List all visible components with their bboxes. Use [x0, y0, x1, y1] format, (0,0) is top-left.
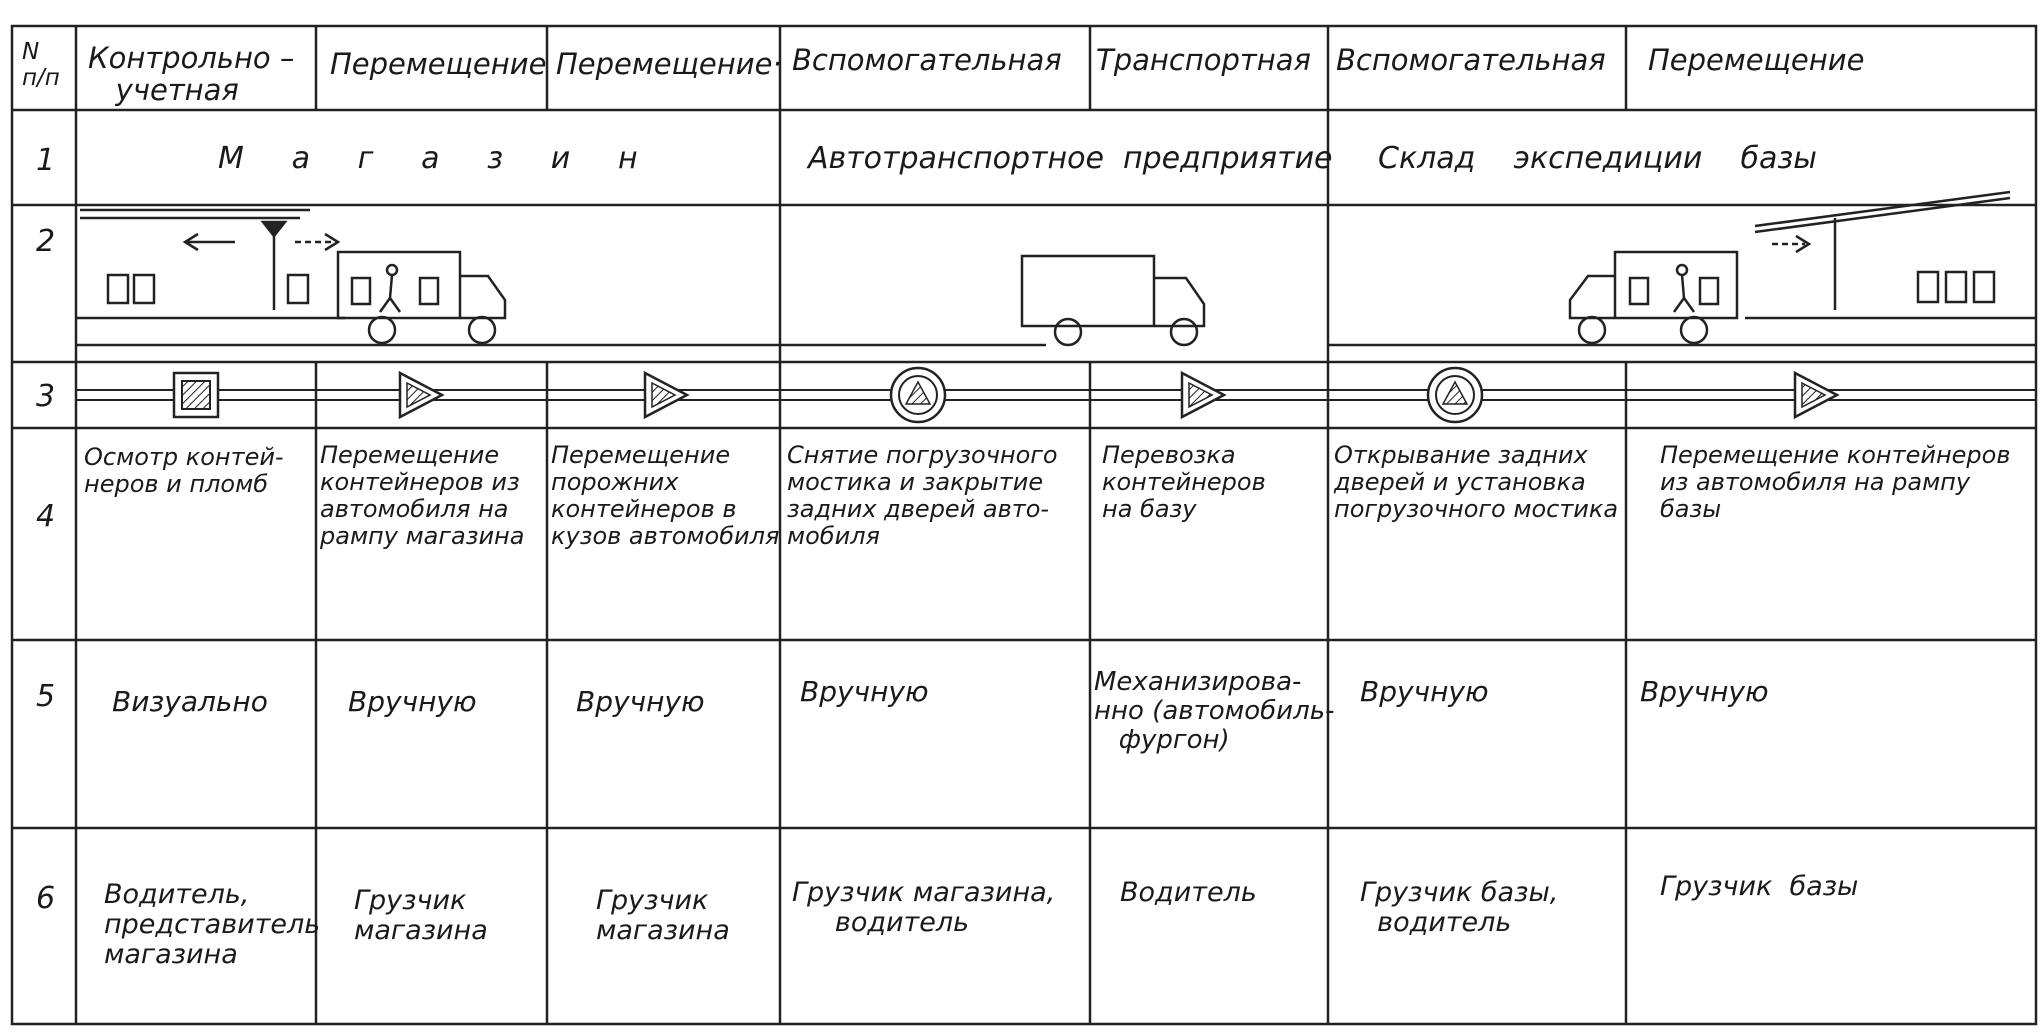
location-transport: Автотранспортное предприятие — [808, 141, 1333, 176]
header-num: N п/п — [22, 39, 60, 91]
row-number-6: 6 — [36, 881, 56, 916]
operation-5: Перевозка контейнеров на базу — [1102, 441, 1266, 523]
method-1: Визуально — [112, 685, 268, 718]
process-symbols — [172, 366, 1840, 424]
executor-1: Водитель, представитель магазина — [104, 879, 321, 971]
method-7: Вручную — [1640, 675, 1769, 708]
auxiliary-circle-symbol — [1426, 366, 1484, 424]
operation-2: Перемещение контейнеров из автомобиля на… — [320, 441, 525, 550]
operation-3: Перемещение порожних контейнеров в кузов… — [551, 441, 780, 550]
row-number-4: 4 — [36, 499, 56, 534]
executor-4: Грузчик магазина, водитель — [792, 877, 1056, 939]
move-triangle-symbol — [1793, 370, 1840, 420]
row-number-3: 3 — [36, 379, 56, 414]
auxiliary-circle-symbol — [889, 366, 947, 424]
location-shop: М а г а з и н — [218, 141, 638, 176]
operation-7: Перемещение контейнеров из автомобиля на… — [1660, 441, 2011, 523]
executor-6: Грузчик базы, водитель — [1360, 877, 1559, 939]
move-triangle-symbol — [398, 370, 445, 420]
move-triangle-symbol — [1180, 370, 1227, 420]
col-header-3: Перемещение· — [556, 47, 782, 81]
row-number-1: 1 — [36, 143, 56, 178]
transport-scene — [1020, 254, 1206, 347]
col-header-6: Вспомогательная — [1336, 43, 1606, 77]
method-5: Механизирова- нно (автомобиль- фургон) — [1094, 667, 1335, 756]
executor-7: Грузчик базы — [1660, 871, 1859, 902]
executor-5: Водитель — [1120, 877, 1257, 908]
col-header-7: Перемещение — [1648, 43, 1865, 77]
method-6: Вручную — [1360, 675, 1489, 708]
operation-4: Снятие погрузочного мостика и закрытие з… — [787, 441, 1058, 550]
method-3: Вручную — [576, 685, 705, 718]
method-2: Вручную — [348, 685, 477, 718]
row-number-2: 2 — [36, 224, 56, 259]
control-square-symbol — [172, 371, 220, 419]
method-4: Вручную — [800, 675, 929, 708]
col-header-5: Транспортная — [1096, 43, 1311, 77]
executor-2: Грузчик магазина — [354, 885, 488, 947]
operation-1: Осмотр контей- неров и пломб — [84, 443, 284, 498]
operation-6: Открывание задних дверей и установка пог… — [1334, 441, 1619, 523]
col-header-2: Перемещение — [330, 47, 547, 81]
move-triangle-symbol — [643, 370, 690, 420]
location-warehouse: Склад экспедиции базы — [1378, 141, 1817, 176]
warehouse-scene — [1328, 190, 2036, 347]
row-number-5: 5 — [36, 679, 56, 714]
shop-scene — [76, 208, 1046, 347]
col-header-4: Вспомогательная — [792, 43, 1062, 77]
executor-3: Грузчик магазина — [596, 885, 730, 947]
col-header-1: Контрольно – учетная — [88, 41, 295, 108]
